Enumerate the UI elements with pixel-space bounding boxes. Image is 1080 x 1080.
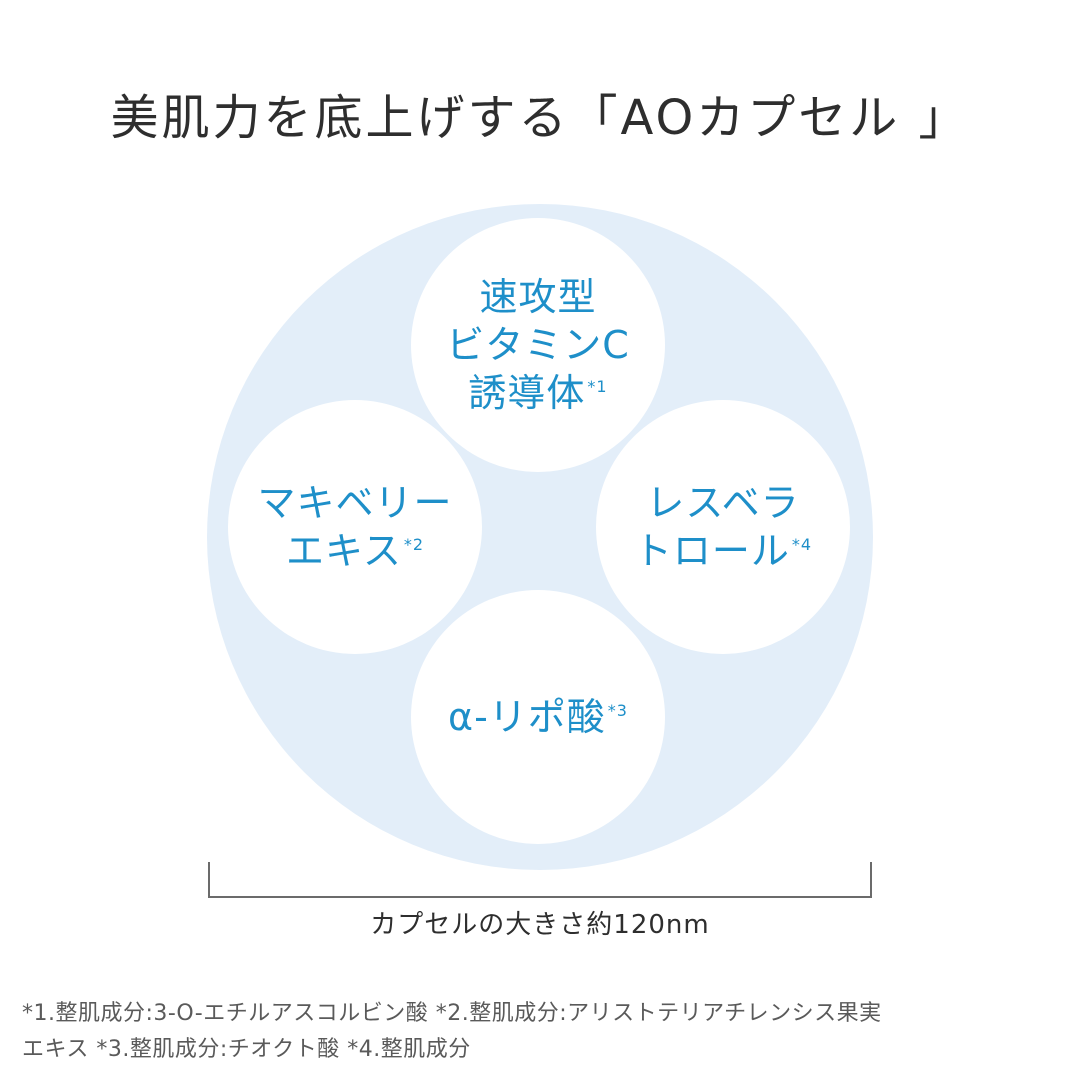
- size-label: カプセルの大きさ約120nm: [370, 910, 710, 940]
- ingredient-line: ビタミンC: [446, 323, 630, 367]
- ingredient-line: α-リポ酸: [448, 695, 606, 739]
- ingredient-line: レスベラ: [646, 481, 800, 525]
- footnote-line: *1.整肌成分:3-O-エチルアスコルビン酸 *2.整肌成分:アリストテリアチレ…: [22, 1001, 882, 1026]
- ingredient-line: エキス: [285, 529, 402, 573]
- footnote-marker: *3: [607, 701, 628, 720]
- ingredient-lipoic-acid: α-リポ酸*3: [411, 590, 665, 844]
- footnote-marker: *1: [587, 377, 608, 396]
- footnote-marker: *2: [403, 535, 425, 554]
- ingredient-line: 誘導体: [468, 371, 586, 415]
- ingredient-line: トロール: [633, 529, 790, 573]
- ingredient-line: マキベリー: [257, 481, 453, 525]
- ingredient-line: 速攻型: [479, 275, 597, 319]
- size-bracket: [208, 862, 872, 898]
- ingredient-resveratrol: レスベラ トロール*4: [596, 400, 850, 654]
- footnote-line: エキス *3.整肌成分:チオクト酸 *4.整肌成分: [22, 1037, 471, 1062]
- footnotes: *1.整肌成分:3-O-エチルアスコルビン酸 *2.整肌成分:アリストテリアチレ…: [22, 996, 1062, 1068]
- page-title: 美肌力を底上げする「AOカプセル 」: [110, 90, 970, 146]
- ingredient-vitamin-c: 速攻型 ビタミンC 誘導体*1: [411, 218, 665, 472]
- footnote-marker: *4: [791, 535, 813, 554]
- ingredient-maqui-berry: マキベリー エキス*2: [228, 400, 482, 654]
